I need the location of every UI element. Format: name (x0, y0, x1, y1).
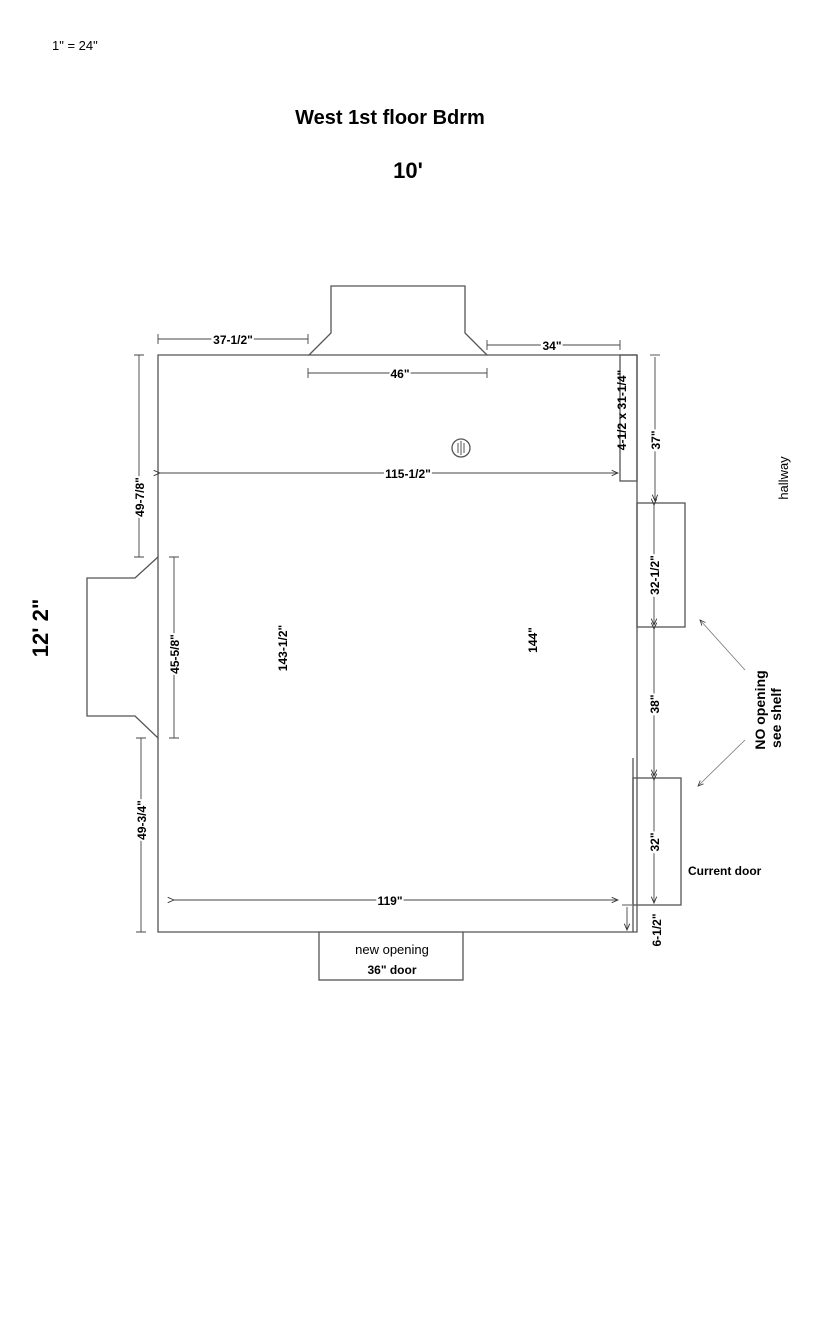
floor-vent-icon (451, 438, 471, 458)
dim-left-window: 45-5/8" (168, 634, 182, 674)
dim-closet-box: 4-1/2 x 31-1/4" (615, 370, 629, 450)
current-door-label: Current door (688, 864, 762, 878)
width-label: 10' (393, 158, 423, 183)
new-opening-label: new opening (355, 942, 429, 957)
dim-top-window: 46" (390, 367, 409, 381)
pointer-arrow-2 (698, 739, 746, 786)
vent-slats (457, 441, 465, 455)
room-walls (157, 354, 638, 933)
opening-no-1 (636, 502, 686, 628)
new-opening (318, 931, 464, 981)
dimension-lines (134, 334, 660, 933)
dim-left-top: 49-7/8" (133, 477, 147, 517)
dim-height-right: 144" (526, 627, 540, 653)
dim-right-top: 37" (649, 430, 663, 449)
top-window-bay (307, 285, 489, 356)
left-window-bay (86, 555, 159, 740)
dim-top-left: 37-1/2" (213, 333, 253, 347)
height-label: 12' 2" (28, 599, 53, 657)
hallway-label: hallway (776, 456, 791, 500)
dim-right-middle: 38" (648, 694, 662, 713)
dimension-labels: 37-1/2" 34" 46" 4-1/2 x 31-1/4" 115-1/2"… (131, 331, 665, 947)
new-door-label: 36" door (367, 963, 416, 977)
dim-right-door: 32" (648, 832, 662, 851)
dim-left-bottom: 49-3/4" (135, 800, 149, 840)
pointer-arrow-1 (700, 620, 746, 671)
dim-width-bottom: 119" (377, 894, 402, 908)
dim-right-opening-1: 32-1/2" (648, 555, 662, 595)
dim-width-top: 115-1/2" (385, 467, 431, 481)
dim-right-bottom: 6-1/2" (650, 913, 664, 946)
dim-top-right: 34" (542, 339, 561, 353)
page-title: West 1st floor Bdrm (295, 107, 485, 129)
dim-height-left: 143-1/2" (276, 625, 290, 671)
no-opening-label: NO opening (752, 670, 768, 749)
see-shelf-label: see shelf (768, 688, 784, 748)
closet-box (619, 354, 638, 482)
scale-label: 1" = 24" (52, 38, 98, 53)
